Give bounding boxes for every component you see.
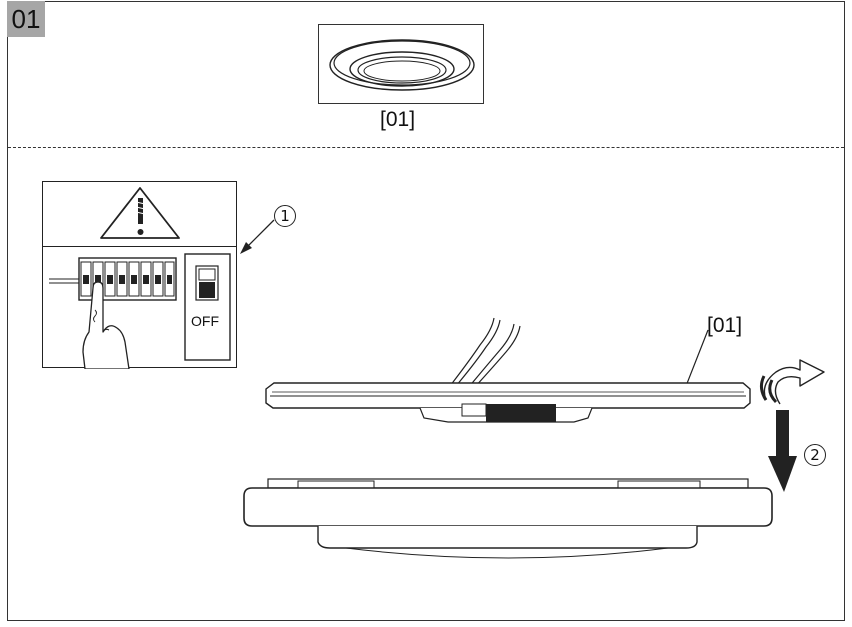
callout-2: 2	[804, 444, 826, 466]
part-label: [01]	[380, 108, 416, 131]
inset-artwork	[49, 187, 231, 369]
main-switch-icon	[184, 253, 231, 361]
section-divider	[8, 147, 844, 148]
inset-divider	[43, 246, 236, 247]
diagram-frame	[7, 1, 845, 621]
breaker-state-label: OFF	[191, 313, 219, 329]
ceiling-light-thumbnail-icon	[329, 39, 475, 91]
callout-1: 1	[274, 205, 296, 227]
callout-1-leader	[240, 219, 275, 254]
down-arrow-icon	[768, 410, 797, 492]
step-number-badge: 01	[7, 1, 45, 37]
part-label-on-drawing: [01]	[707, 314, 743, 337]
part-thumbnail	[318, 24, 484, 104]
wires-icon	[449, 317, 521, 389]
mounting-plate-icon	[265, 382, 751, 423]
warning-triangle-icon	[100, 187, 180, 239]
rotate-arrow-icon	[759, 359, 825, 405]
callout-01-leader	[685, 329, 709, 387]
lamp-body-icon	[243, 478, 773, 559]
power-off-inset	[42, 181, 237, 369]
hand-pointer-icon	[82, 281, 130, 369]
